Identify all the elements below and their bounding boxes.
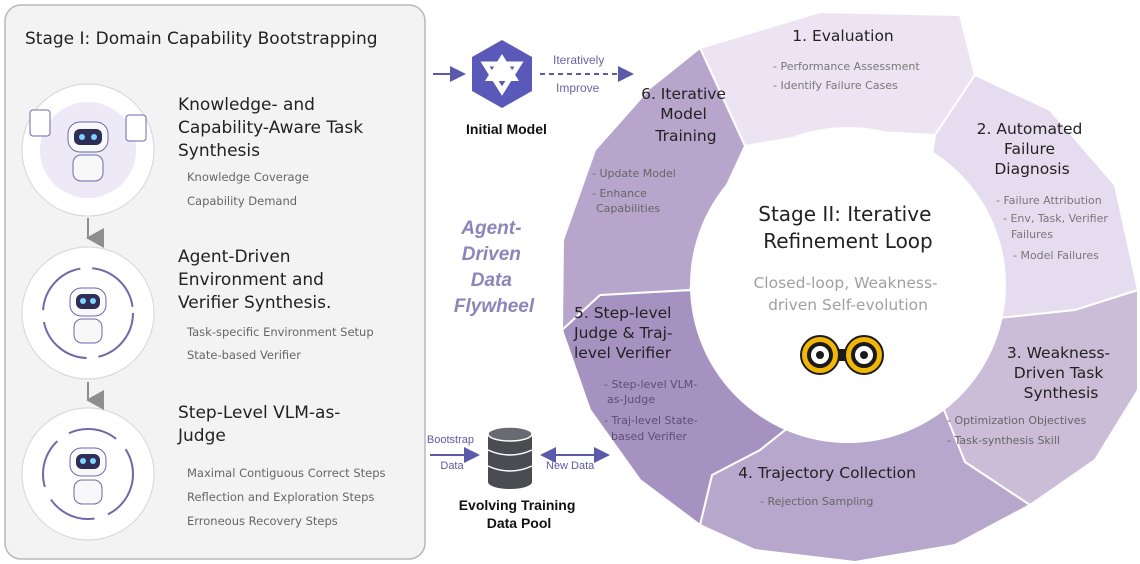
item2-subs: Task-specific Environment Setup State-ba…	[186, 325, 377, 362]
iteratively-label: Iteratively	[553, 53, 604, 67]
stage2-title: Stage II: Iterative Refinement Loop	[758, 202, 937, 253]
pool-label: Evolving Training Data Pool	[459, 497, 580, 531]
ring-center	[690, 127, 1006, 443]
ring-segment-6	[560, 46, 747, 333]
new-data-label: New Data	[546, 460, 595, 472]
segment3-subs: - Optimization Objectives - Task-synthes…	[947, 414, 1090, 447]
initial-model-label: Initial Model	[466, 121, 547, 137]
segment5-subs: - Step-level VLM- as-Judge - Traj-level …	[604, 378, 701, 443]
stage1-title: Stage I: Domain Capability Bootstrapping	[25, 29, 378, 49]
item2-heading: Agent-Driven Environment and Verifier Sy…	[178, 247, 331, 313]
initial-model-logo	[472, 40, 532, 108]
bootstrap-label: Bootstrap Data	[427, 434, 477, 472]
item3-heading: Step-Level VLM-as- Judge	[177, 403, 346, 446]
segment4-title: 4. Trajectory Collection	[738, 464, 916, 482]
robot-image-1	[21, 83, 155, 217]
improve-label: Improve	[556, 81, 600, 95]
segment6-subs: - Update Model - Enhance Capabilities	[592, 167, 679, 215]
segment2-subs: - Failure Attribution - Env, Task, Verif…	[996, 194, 1111, 262]
item1-subs: Knowledge Coverage Capability Demand	[187, 170, 313, 208]
stage2-subtitle: Closed-loop, Weakness- driven Self-evolu…	[753, 274, 942, 314]
segment5-title: 5. Step-level Judge & Traj- level Verifi…	[573, 304, 677, 362]
item1-heading: Knowledge- and Capability-Aware Task Syn…	[178, 95, 368, 161]
segment1-subs: - Performance Assessment - Identify Fail…	[773, 60, 923, 92]
flywheel-label: Agent- Driven Data Flywheel	[454, 218, 535, 317]
robot-image-3	[21, 407, 155, 541]
segment2-title: 2. Automated Failure Diagnosis	[977, 120, 1088, 178]
item3-subs: Maximal Contiguous Correct Steps Reflect…	[187, 466, 389, 528]
segment4-subs: - Rejection Sampling	[760, 495, 873, 508]
segment1-title: 1. Evaluation	[792, 27, 894, 45]
eyes-logo	[800, 335, 884, 375]
segment6-title: 6. Iterative Model Training	[641, 85, 731, 145]
database-icon	[487, 426, 533, 489]
segment3-title: 3. Weakness- Driven Task Synthesis	[1007, 344, 1115, 402]
robot-image-2	[21, 246, 155, 380]
